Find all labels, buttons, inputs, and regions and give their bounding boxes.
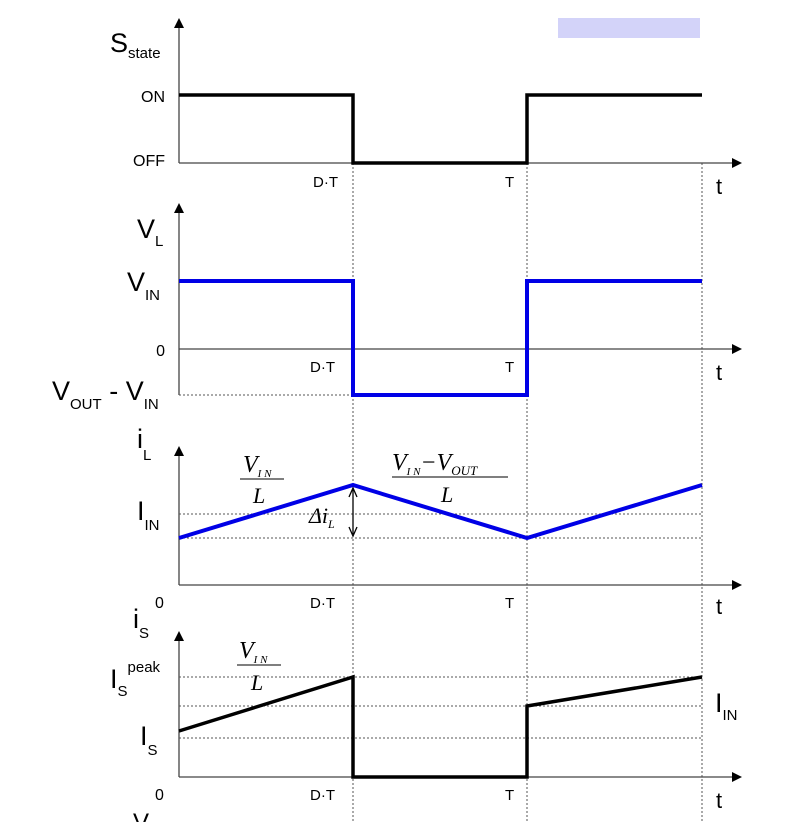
slope-denominator: L (250, 670, 263, 695)
level-peak: ISpeak (110, 659, 161, 700)
il-trace (178, 482, 703, 541)
slope-down-numerator: VI N−VOUT (392, 450, 478, 478)
level-vout-minus-vin: VOUT - VIN (52, 376, 159, 413)
level-off: OFF (133, 153, 165, 170)
inductor-voltage-panel: VL VIN 0 VOUT - VIN D·T T t (52, 203, 742, 413)
level-vin: VIN (127, 267, 160, 304)
switch-trace (179, 93, 702, 165)
inductor-current-panel: iL IIN 0 VI N L VI N−VOUT L ΔiL D·T T t (137, 424, 742, 619)
y-label: iL (137, 424, 151, 464)
slope-up-denominator: L (252, 483, 265, 508)
level-zero: 0 (156, 343, 165, 360)
x-label: t (716, 360, 722, 385)
x-label: t (716, 174, 722, 199)
origin-label: 0 (155, 595, 164, 612)
tick-dt: D·T (310, 787, 335, 804)
y-label: VL (137, 214, 163, 250)
tick-dt: D·T (313, 174, 338, 191)
level-iin: IIN (137, 496, 160, 534)
y-label: iS (133, 604, 149, 642)
tick-t: T (505, 359, 514, 376)
tick-dt: D·T (310, 595, 335, 612)
slope-up-numerator: VI N (243, 452, 272, 480)
vl-trace (179, 279, 702, 397)
y-label: Sstate (110, 28, 161, 62)
x-label: t (716, 788, 722, 813)
tick-dt: D·T (310, 359, 335, 376)
origin-label: 0 (155, 787, 164, 804)
tick-t: T (505, 787, 514, 804)
level-on: ON (141, 89, 165, 106)
slope-down-denominator: L (440, 482, 453, 507)
slope-numerator: VI N (239, 638, 268, 666)
is-trace (178, 674, 703, 779)
x-label: t (716, 594, 722, 619)
level-is: IS (140, 721, 158, 759)
tick-t: T (505, 595, 514, 612)
next-panel-label-partial: V (133, 809, 149, 822)
ripple-label: ΔiL (308, 503, 335, 531)
switch-state-panel: Sstate ON OFF D·T T t (110, 18, 742, 199)
blurred-watermark (558, 18, 700, 38)
level-iin: IIN (715, 688, 738, 724)
ripple-arrowheads (348, 486, 358, 538)
switch-current-panel: iS ISpeak IS IIN 0 VI N L D·T T t (110, 604, 742, 813)
tick-t: T (505, 174, 514, 191)
